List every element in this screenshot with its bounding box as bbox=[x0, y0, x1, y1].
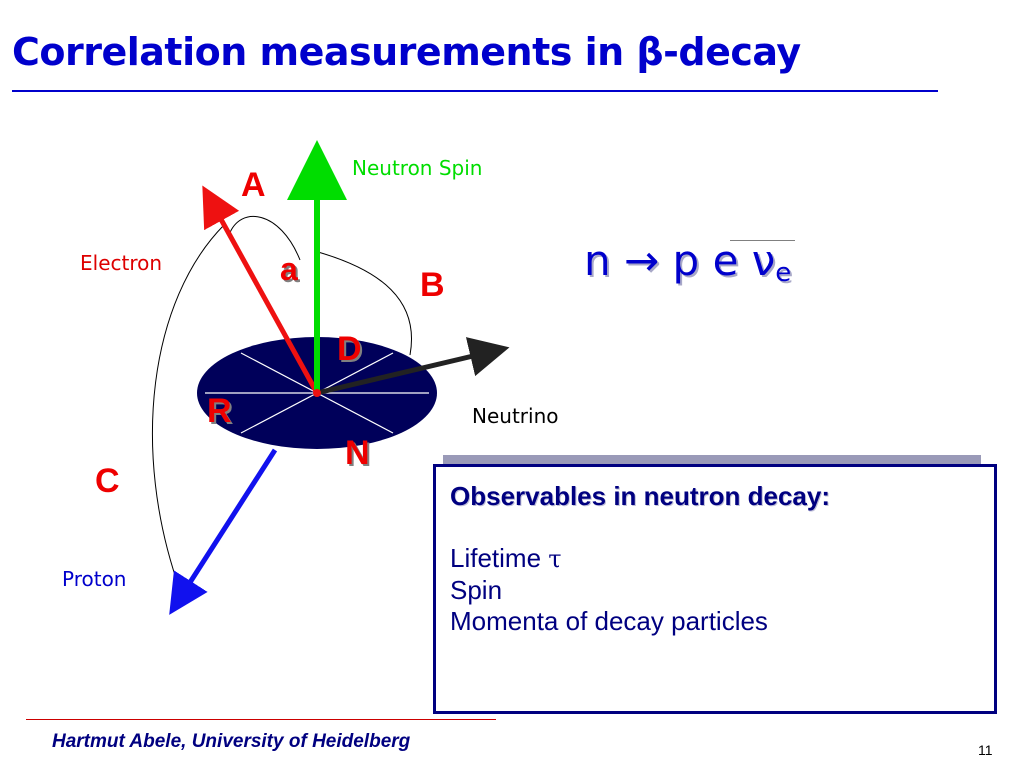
electron-arrow bbox=[202, 185, 320, 395]
letter-R-shadow: R bbox=[209, 394, 234, 432]
letter-a: a bbox=[280, 251, 298, 287]
letter-N-shadow: N bbox=[347, 436, 372, 474]
letter-N: N bbox=[345, 434, 370, 472]
proton-label: Proton bbox=[62, 567, 126, 591]
decay-reaction: n → p e νe bbox=[584, 236, 796, 288]
arc-c bbox=[151, 224, 225, 591]
proton-arrow bbox=[169, 448, 278, 615]
slide-title-text: Correlation measurements in β-decay bbox=[12, 30, 801, 74]
slide-title: Correlation measurements in β-decay bbox=[12, 30, 801, 74]
footer-author: Hartmut Abele, University of Heidelberg bbox=[52, 731, 411, 752]
letter-B: B bbox=[420, 266, 445, 304]
letter-R: R bbox=[207, 392, 232, 430]
observable-lifetime: Lifetime τ bbox=[450, 543, 980, 575]
decay-origin bbox=[313, 389, 321, 397]
neutron-spin-label: Neutron Spin bbox=[352, 156, 482, 180]
footer-rule bbox=[26, 719, 496, 720]
letter-C: C bbox=[95, 462, 120, 500]
reaction-nu-subscript: e bbox=[775, 258, 792, 288]
electron-label: Electron bbox=[80, 251, 162, 275]
reaction-neutron: n bbox=[584, 236, 611, 285]
neutrino-arrow bbox=[316, 337, 510, 396]
observables-heading: Observables in neutron decay: bbox=[450, 481, 831, 511]
observable-spin: Spin bbox=[450, 575, 503, 605]
observable-lifetime-label: Lifetime bbox=[450, 543, 542, 573]
page-number: 11 bbox=[978, 742, 993, 758]
observable-lifetime-symbol: τ bbox=[548, 545, 562, 573]
letter-D-shadow: D bbox=[339, 332, 364, 370]
observables-box: Observables in neutron decay: Lifetime τ… bbox=[433, 464, 997, 714]
arc-b bbox=[317, 251, 412, 356]
neutrino-label: Neutrino bbox=[472, 404, 558, 428]
reaction-nu-symbol: ν bbox=[751, 236, 776, 285]
reaction-arrow: → bbox=[623, 236, 660, 285]
reaction-antineutrino: νe bbox=[729, 236, 796, 288]
letter-A: A bbox=[241, 166, 266, 204]
reaction-electron: e bbox=[712, 236, 739, 285]
title-underline bbox=[12, 90, 938, 92]
observable-momenta: Momenta of decay particles bbox=[450, 606, 768, 636]
letter-a-shadow: a bbox=[282, 253, 300, 289]
letter-D: D bbox=[337, 330, 362, 368]
reaction-proton: p bbox=[672, 236, 700, 285]
